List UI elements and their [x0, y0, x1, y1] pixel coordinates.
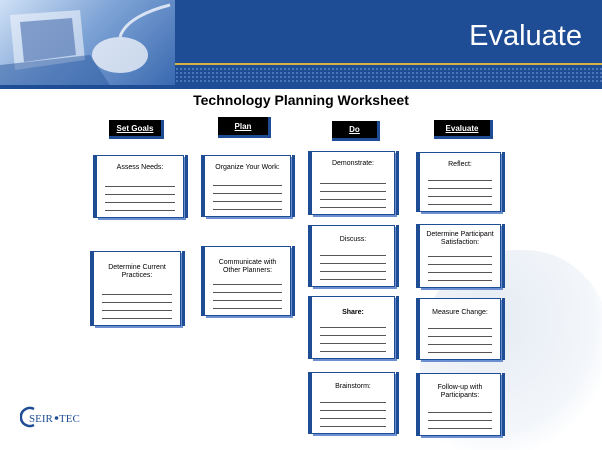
card-demonstrate: Demonstrate:	[308, 151, 399, 215]
set-goals-header: Set Goals	[109, 120, 164, 139]
write-lines	[213, 178, 282, 210]
write-lines	[105, 179, 175, 211]
card-label: Demonstrate:	[331, 160, 375, 167]
header-photo	[0, 0, 175, 85]
card-label: Brainstorm:	[335, 383, 371, 390]
card-determine-participant-satisfaction: Determine Participant Satisfaction:	[416, 224, 505, 288]
plan-header: Plan	[218, 117, 271, 138]
card-follow-up-with-participants: Follow-up with Participants:	[416, 373, 505, 436]
svg-text:TEC: TEC	[59, 413, 80, 425]
write-lines	[320, 248, 386, 280]
write-lines	[320, 395, 386, 427]
card-measure-change: Measure Change:	[416, 298, 505, 360]
evaluate-header: Evaluate	[434, 120, 493, 139]
card-brainstorm: Brainstorm:	[308, 372, 399, 434]
worksheet-title: Technology Planning Worksheet	[193, 92, 409, 108]
card-communicate-with-other-planners: Communicate with Other Planners:	[201, 246, 295, 316]
write-lines	[428, 249, 492, 281]
card-determine-current-practices: Determine Current Practices:	[90, 251, 185, 326]
header-gold-line	[175, 63, 602, 65]
card-label: Determine Current Practices:	[108, 264, 166, 279]
write-lines	[428, 405, 492, 429]
write-lines	[428, 321, 492, 353]
card-label: Assess Needs:	[116, 164, 164, 171]
card-discuss: Discuss:	[308, 225, 399, 287]
header-divider	[0, 85, 602, 89]
slide-header: Evaluate	[0, 0, 602, 85]
card-label: Measure Change:	[432, 309, 488, 316]
card-label: Follow-up with Participants:	[437, 384, 483, 399]
slide-title: Evaluate	[469, 20, 582, 52]
write-lines	[320, 176, 386, 208]
card-organize-your-work: Organize Your Work:	[201, 155, 295, 217]
computer-photo-icon	[0, 3, 171, 85]
seirtec-logo-icon: SEIR TEC	[19, 406, 80, 428]
card-label: Share:	[342, 309, 364, 316]
card-reflect: Reflect:	[416, 152, 505, 212]
card-label: Determine Participant Satisfaction:	[426, 231, 494, 246]
svg-text:SEIR: SEIR	[29, 413, 54, 425]
write-lines	[320, 320, 386, 352]
card-label: Discuss:	[339, 236, 367, 243]
card-label: Communicate with Other Planners:	[218, 259, 277, 274]
write-lines	[428, 173, 492, 205]
write-lines	[102, 287, 172, 319]
seirtec-logo: SEIR TEC	[19, 406, 88, 428]
header-dot-pattern	[175, 67, 602, 83]
card-share: Share:	[308, 296, 399, 359]
card-assess-needs: Assess Needs:	[93, 155, 188, 218]
write-lines	[213, 277, 282, 309]
card-label: Reflect:	[448, 161, 472, 168]
card-label: Organize Your Work:	[215, 164, 280, 171]
do-header: Do	[332, 121, 380, 141]
